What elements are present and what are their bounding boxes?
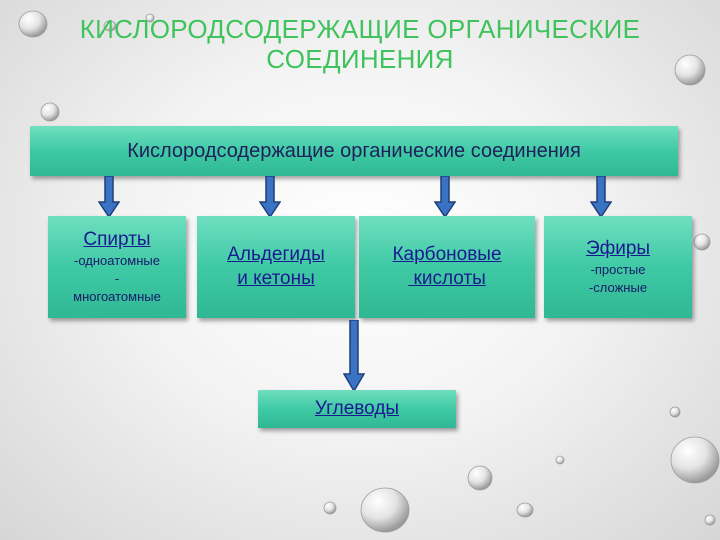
category-title[interactable]: Спирты: [83, 229, 151, 250]
category-title-line1[interactable]: Альдегиды: [227, 244, 325, 265]
slide-title-line1: КИСЛОРОДСОДЕРЖАЩИЕ ОРГАНИЧЕСКИЕ: [79, 14, 641, 44]
arrow-down-icon: [590, 176, 612, 218]
category-item: -: [114, 271, 120, 286]
category-item: -одноатомные: [74, 253, 160, 268]
category-title-line2[interactable]: кислоты: [408, 268, 486, 289]
category-title-line1[interactable]: Карбоновые: [392, 244, 502, 265]
arrow-down-icon: [259, 176, 281, 218]
water-drop-icon: [18, 10, 720, 533]
category-box-alcohols: Спирты -одноатомные - многоатомные: [48, 216, 186, 318]
slide-title-line2: СОЕДИНЕНИЯ: [266, 44, 454, 74]
arrow-down-icon: [434, 176, 456, 218]
main-category-box: Кислородсодержащие органические соединен…: [30, 126, 678, 176]
category-box-aldehydes: Альдегиды и кетоны: [197, 216, 355, 318]
slide-title: КИСЛОРОДСОДЕРЖАЩИЕ ОРГАНИЧЕСКИЕ СОЕДИНЕН…: [0, 14, 720, 74]
category-box-ethers: Эфиры -простые -сложные: [544, 216, 692, 318]
category-box-carboxylic-acids: Карбоновые кислоты: [359, 216, 535, 318]
category-item: -сложные: [588, 280, 648, 295]
category-title[interactable]: Эфиры: [585, 238, 651, 259]
category-item: -простые: [590, 262, 646, 277]
arrow-down-icon: [343, 320, 365, 392]
arrow-down-icon: [98, 176, 120, 218]
derived-category-title[interactable]: Углеводы: [314, 398, 400, 419]
category-item: многоатомные: [73, 289, 161, 304]
derived-category-box: Углеводы: [258, 390, 456, 428]
category-title-line2[interactable]: и кетоны: [237, 268, 315, 289]
main-category-label: Кислородсодержащие органические соединен…: [127, 139, 581, 162]
